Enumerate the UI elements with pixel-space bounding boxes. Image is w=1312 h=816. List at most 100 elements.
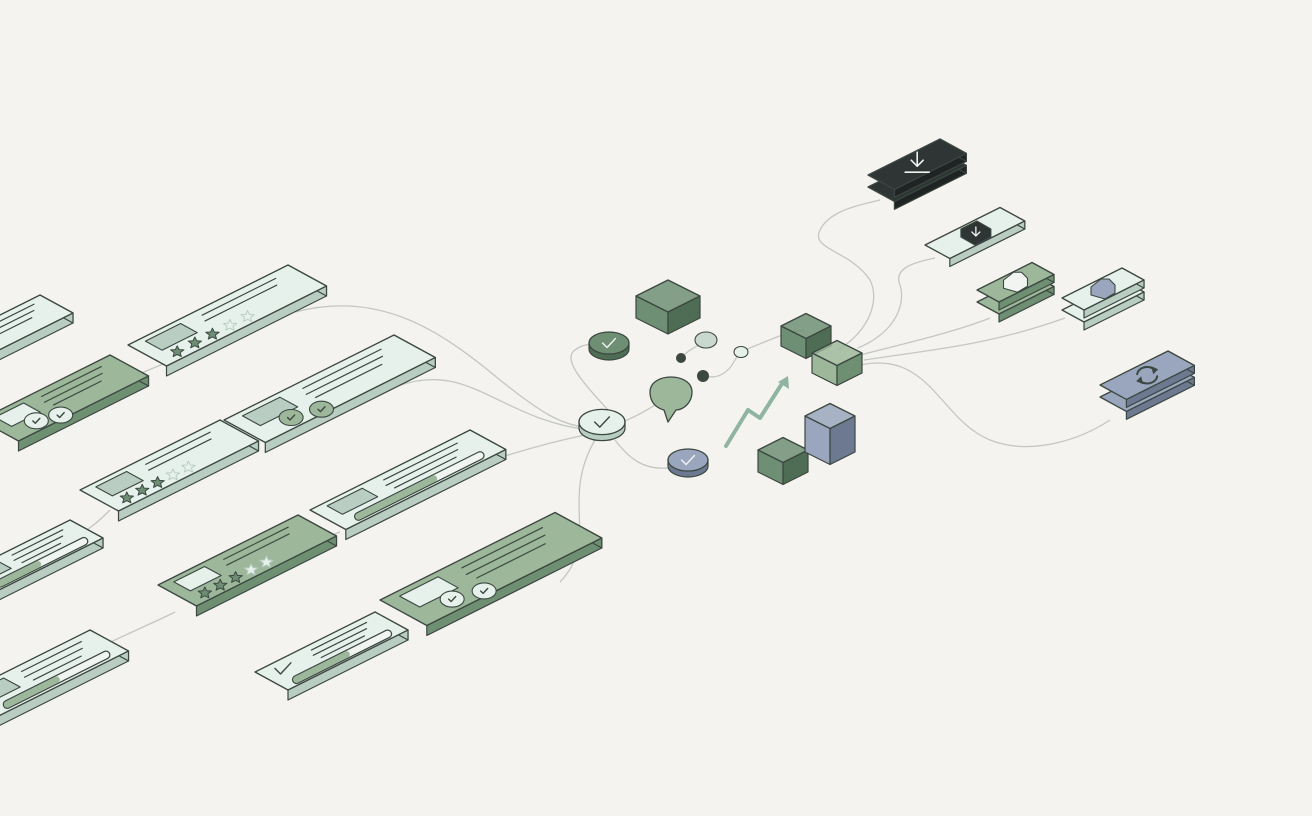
text-line <box>476 543 546 579</box>
connector-dot <box>697 370 709 382</box>
thumbnail-image <box>173 565 222 592</box>
progress-fill <box>293 651 350 683</box>
slab-top-face <box>79 419 260 512</box>
text-line <box>223 526 289 560</box>
connector-node <box>694 331 718 349</box>
text-line <box>13 535 64 561</box>
review-card-edge-bottom <box>0 629 130 726</box>
slab-top-face <box>379 511 603 627</box>
data-block-right-light <box>811 339 863 387</box>
text-line <box>315 363 383 399</box>
text-line <box>393 456 457 489</box>
refresh-arrowhead <box>1151 366 1159 375</box>
check-badge <box>48 406 74 424</box>
checkmark-icon <box>447 595 457 603</box>
rating-star <box>222 318 238 331</box>
thumbnail-image <box>144 322 198 351</box>
slab-top-face <box>0 294 74 351</box>
rating-star <box>181 460 196 473</box>
text-line <box>148 438 212 471</box>
rating-star <box>243 563 259 576</box>
connector-line <box>859 362 1111 448</box>
thumbnail-image <box>0 402 41 427</box>
checkmark-icon <box>680 454 696 466</box>
speech-bubble-icon <box>649 376 693 423</box>
thumbnail-image <box>399 576 459 608</box>
node-top <box>578 408 626 436</box>
text-line <box>465 534 546 576</box>
download-arrow <box>971 226 981 237</box>
slab-top-face <box>1099 350 1196 401</box>
text-line <box>40 365 102 398</box>
connector-line <box>559 439 596 583</box>
connector-line <box>859 317 991 356</box>
document-tile-stacked <box>976 261 1055 323</box>
connector-line <box>614 439 669 469</box>
progress-fill <box>3 676 60 708</box>
review-card-rating-middle <box>79 419 260 522</box>
text-line <box>312 628 368 656</box>
text-line <box>226 533 290 566</box>
check-badge <box>278 408 304 427</box>
thumbnail-image <box>0 677 21 698</box>
review-card-approval-dark <box>379 511 603 637</box>
data-block-tall <box>804 402 856 466</box>
text-line <box>145 431 211 465</box>
checkmark-icon <box>601 337 617 349</box>
text-line <box>204 284 278 322</box>
checkmark-icon <box>317 406 326 413</box>
data-block-right-dark <box>780 312 832 360</box>
rating-star <box>213 578 228 591</box>
text-line <box>32 655 82 681</box>
text-line <box>383 442 458 481</box>
rating-star <box>170 345 185 358</box>
analysis-cluster <box>578 279 863 486</box>
thumbnail-image <box>326 487 379 515</box>
cube-top-face <box>811 339 863 367</box>
checkmark-icon <box>32 417 41 424</box>
connector-line <box>817 199 881 351</box>
review-card-rating-top <box>127 264 328 377</box>
text-line <box>0 317 33 335</box>
trend-up-arrow-icon <box>724 380 785 448</box>
download-arrow-head <box>910 159 924 167</box>
thumbnail-image <box>0 561 12 575</box>
review-cards <box>0 264 603 726</box>
text-line <box>305 355 384 395</box>
review-card-edge-progress <box>0 519 104 601</box>
checkmark-icon <box>274 662 292 675</box>
connector-line <box>863 317 1066 361</box>
slab-top-face <box>223 334 436 444</box>
text-line <box>11 529 64 556</box>
rating-star <box>240 310 255 322</box>
node-top <box>667 448 709 472</box>
data-block-top <box>635 279 701 335</box>
review-card-checks <box>223 334 436 454</box>
text-line <box>310 621 368 651</box>
slab-top-face <box>0 354 150 442</box>
tile-top-layer <box>1099 350 1196 408</box>
slab-top-face <box>127 264 328 367</box>
text-line <box>461 526 544 569</box>
rating-star <box>135 483 150 496</box>
document-tile-light <box>1061 267 1145 331</box>
progress-fill <box>0 561 42 587</box>
progress-fill <box>355 475 438 520</box>
text-line <box>302 348 382 389</box>
checkmark-icon <box>56 411 65 419</box>
check-badge <box>23 412 49 430</box>
thumbnail-image <box>241 396 299 427</box>
connector-dot <box>676 353 686 363</box>
review-card-check-progress <box>254 611 409 701</box>
approved-node <box>588 331 630 361</box>
connector-line <box>294 305 591 429</box>
document-sheet <box>1002 271 1029 293</box>
rating-star <box>259 555 274 568</box>
text-line <box>320 635 366 659</box>
checkmark-icon <box>286 414 296 421</box>
checkmark-icon <box>479 587 489 595</box>
hub-node <box>578 408 626 442</box>
cube-top-face <box>780 312 832 340</box>
check-badge <box>471 582 497 600</box>
